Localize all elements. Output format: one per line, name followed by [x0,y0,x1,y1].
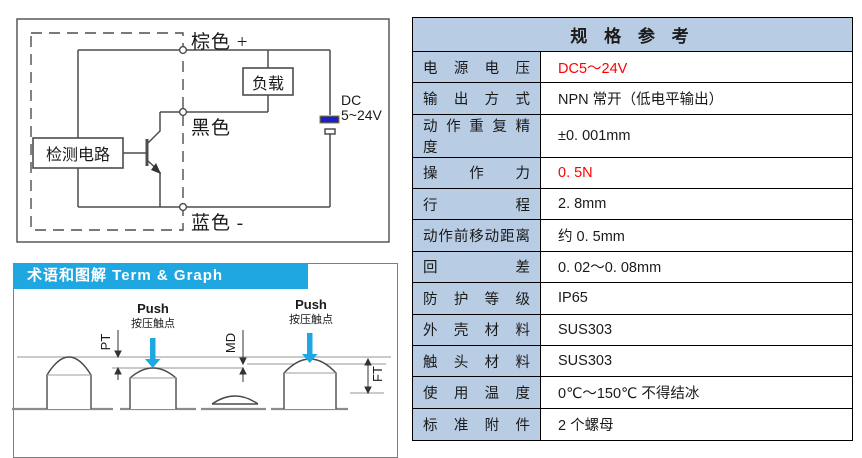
spec-row-label: 防 护 等 级 [413,283,541,315]
circuit-wires [77,49,331,208]
push-arrow-icon [302,333,318,363]
spec-row-value: NPN 常开（低电平输出） [541,83,852,115]
spec-row-label: 回 差 [413,251,541,284]
spec-row-label: 使 用 温 度 [413,377,541,409]
spec-row-value: 0. 5N [541,158,852,190]
spec-row-label: 行 程 [413,189,541,221]
spec-row-value: SUS303 [541,346,852,378]
term-graph-banner: 术语和图解 Term & Graph [13,263,308,289]
push-arrow-icon [145,338,161,368]
load-box-label: 负载 [251,75,284,93]
blue-wire-label: 蓝色 - [191,213,245,234]
pt-dimension-label: PT [97,333,113,351]
spec-row-value: 0. 02～0. 08mm [541,252,852,284]
plunger-release-position [283,358,337,409]
detect-circuit-label: 检测电路 [45,147,110,164]
spec-row-value: IP65 [541,283,852,315]
spec-row-label: 输 出 方 式 [413,83,541,115]
push-label: Push [295,297,327,312]
spec-row-value: 2. 8mm [541,189,852,221]
dc-label-line2: 5~24V [341,107,382,123]
npn-transistor-icon [123,112,161,207]
terminal-circles [178,45,188,212]
dimension-md [239,330,247,382]
plunger-free-position [46,356,92,409]
spec-row-value: DC5～24V [541,52,852,84]
spec-row-label: 外 壳 材 料 [413,314,541,346]
push-sublabel: 按压触点 [289,314,333,326]
ft-dimension-label: FT [369,366,385,382]
dimension-ft [364,357,372,395]
circuit-outer-border [16,18,390,243]
load-box-outline [242,67,294,96]
detect-box-outline [32,137,124,169]
push-label: Push [137,301,169,316]
spec-table-title: 规 格 参 考 [413,18,852,52]
spec-row-label: 操 作 力 [413,157,541,190]
spec-row-value: 2 个螺母 [558,417,614,434]
spec-row-label: 动 作 重 复 精 度 [413,114,541,158]
spec-row-label: 电 源 电 压 [413,52,541,84]
spec-table: 规 格 参 考 电 源 电 压 DC5～24V 输 出 方 式 NPN 常开（低… [412,17,853,441]
spec-row-value: SUS303 [541,315,852,346]
plunger-operate-position [129,367,177,409]
spec-row-value: 约 0. 5mm [541,220,852,252]
battery-icon [319,115,340,135]
spec-row-label: 触 头 材 料 [413,345,541,378]
circuit-wiring-svg [16,18,390,243]
black-wire-label: 黑色 [191,118,232,139]
spec-row-value: ±0. 001mm [541,115,852,158]
push-sublabel: 按压触点 [131,318,175,330]
term-graph-svg [12,330,391,411]
sensor-dashed-boundary [30,32,184,231]
plunger-full-travel [211,395,259,405]
spec-row-label: 标 准 附 件 [413,408,541,440]
dimension-pt [114,330,122,380]
spec-row-label: 动作前移动距离 [413,220,541,252]
spec-row-value: 0℃～150℃ 不得结冰 [541,377,852,409]
md-dimension-label: MD [222,332,238,354]
dc-label-line1: DC [341,92,362,108]
brown-wire-label: 棕色 + [191,32,249,53]
